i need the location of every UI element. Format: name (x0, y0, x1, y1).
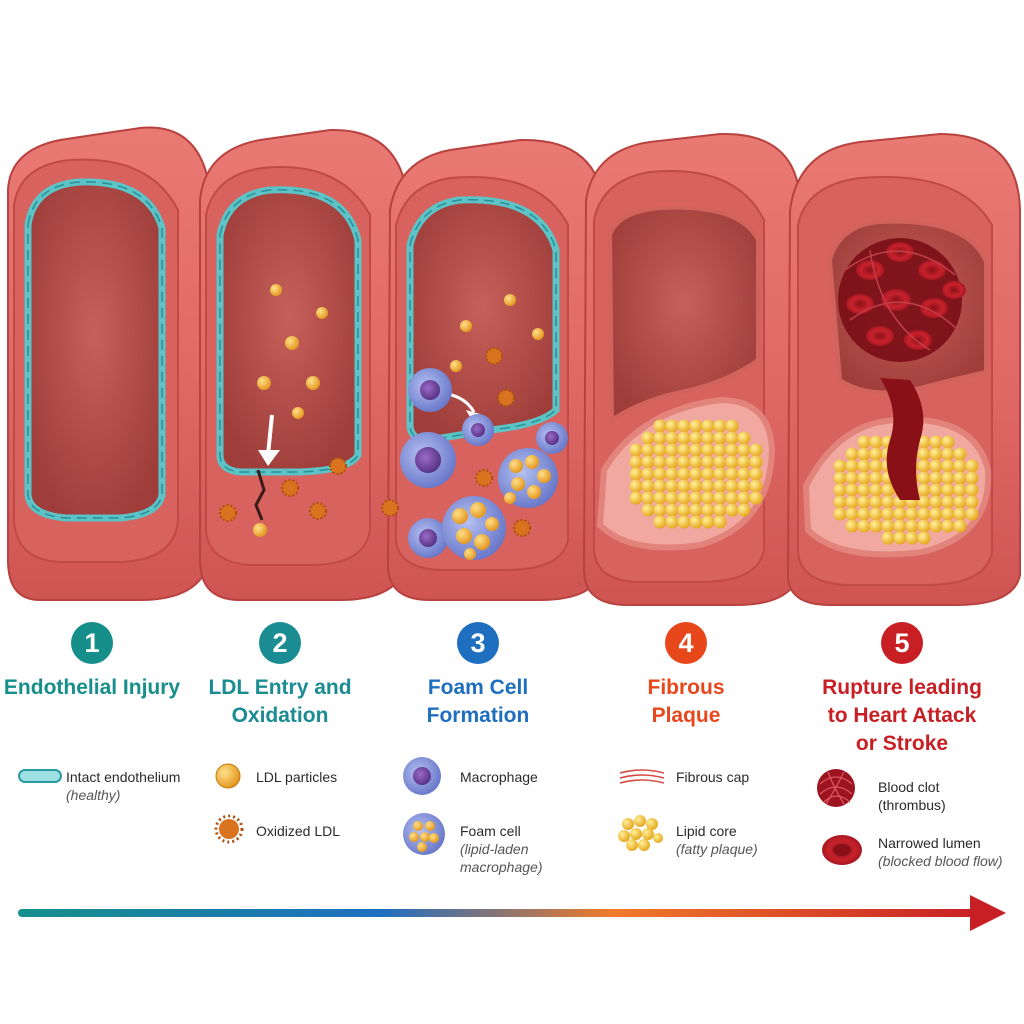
stage-4: 4 Fibrous Plaque (584, 622, 788, 730)
legend-blood-clot: Blood clot (thrombus) (878, 779, 946, 813)
stage-1: 1 Endothelial Injury (0, 622, 194, 702)
endothelium-icon (18, 769, 62, 783)
oxidized-ldl-stage-3 (381, 347, 531, 537)
stage-number-badge: 1 (71, 622, 113, 664)
legend-narrowed-lumen: Narrowed lumen (blocked blood flow) (878, 835, 1003, 869)
blood-clot-stage-5 (838, 238, 966, 362)
ldl-particles-stage-2 (253, 284, 328, 537)
legend-foam-cell: Foam cell (lipid-laden macrophage) (460, 823, 543, 875)
oxidized-ldl-icon (214, 814, 244, 844)
artery-progression-illustration (7, 126, 1021, 606)
artery-segment-1 (7, 126, 211, 601)
stage-title: LDL Entry and Oxidation (208, 676, 352, 727)
foam-cell-icon (403, 813, 445, 855)
macrophages-stage-3 (400, 368, 568, 558)
stage-title: Fibrous Plaque (647, 676, 725, 727)
legend-fibrous-cap: Fibrous cap (676, 769, 750, 785)
stage-2: 2 LDL Entry and Oxidation (178, 622, 382, 730)
stage-number-badge: 4 (665, 622, 707, 664)
artery-segment-3 (381, 138, 605, 601)
legend-lipid-core: Lipid core (fatty plaque) (676, 823, 758, 857)
legend-intact-endothelium: Intact endothelium (healthy) (66, 769, 181, 803)
red-blood-cell-icon (822, 835, 862, 865)
lipid-core-stage-5 (833, 435, 979, 545)
stage-title: Endothelial Injury (3, 676, 181, 699)
blood-clot-icon (817, 769, 855, 807)
stage-5: 5 Rupture leading to Heart Attack or Str… (800, 622, 1004, 758)
legend-ldl-particles: LDL particles (256, 769, 338, 785)
artery-segment-5 (786, 132, 1021, 606)
fibrous-cap-icon (619, 769, 665, 784)
lipid-core-icon (618, 815, 663, 851)
entry-arrow (266, 414, 274, 456)
oxidized-ldl-stage-2 (219, 457, 347, 522)
legend-oxidized-ldl: Oxidized LDL (256, 823, 341, 839)
ldl-particle-icon (215, 763, 241, 789)
macrophage-icon (403, 757, 441, 795)
artery-segment-2 (199, 128, 409, 601)
stage-number-badge: 5 (881, 622, 923, 664)
lipid-core-stage-4 (629, 419, 763, 529)
stage-number-badge: 2 (259, 622, 301, 664)
artery-segment-4 (582, 132, 801, 606)
ldl-particles-stage-3 (450, 294, 544, 372)
stage-number-badge: 3 (457, 622, 499, 664)
legend-macrophage: Macrophage (460, 769, 538, 785)
rupture-channel (880, 378, 924, 500)
stage-title: Foam Cell Formation (426, 676, 530, 727)
progression-arrow (18, 895, 1006, 931)
endothelial-tear (254, 469, 266, 521)
stage-3: 3 Foam Cell Formation (376, 622, 580, 730)
stage-title: Rupture leading to Heart Attack or Strok… (822, 676, 982, 755)
foam-cells-stage-3 (442, 448, 558, 560)
